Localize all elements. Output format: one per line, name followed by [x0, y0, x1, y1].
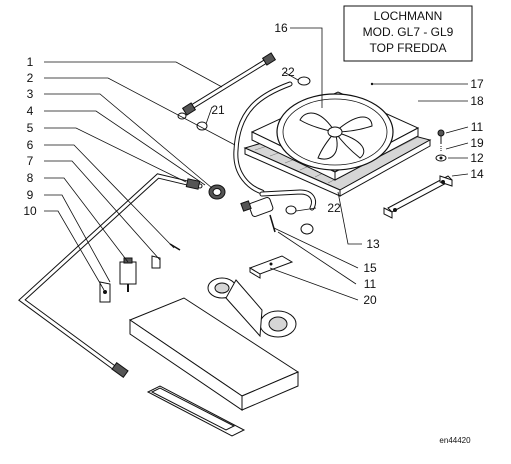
callout-9: 9	[27, 188, 34, 202]
callout-19: 19	[470, 136, 484, 150]
o-ring	[285, 205, 297, 215]
callout-5: 5	[27, 121, 34, 135]
evaporator-unit	[128, 277, 300, 437]
title-line-3: TOP FREDDA	[370, 41, 447, 55]
callout-numbers: 1 2 3 4 5 6 7 8 9 10 11 11 12 13 14 15 1…	[23, 21, 484, 307]
hose-upper	[177, 52, 277, 120]
pressure-switch	[119, 257, 137, 292]
callout-18: 18	[470, 94, 484, 108]
leader-lines	[44, 27, 469, 301]
callout-8: 8	[27, 171, 34, 185]
small-screw	[370, 82, 374, 86]
pipe-clips	[99, 243, 181, 303]
callout-10: 10	[23, 204, 37, 218]
callout-4: 4	[27, 104, 34, 118]
callout-22b: 22	[327, 201, 341, 215]
callout-20: 20	[363, 293, 377, 307]
pipe-to-condenser	[259, 189, 316, 211]
callout-22a: 22	[281, 65, 295, 79]
fastener-hardware	[435, 129, 447, 162]
drain-tray	[248, 255, 294, 279]
o-ring	[196, 121, 208, 131]
mounting-bracket	[383, 175, 453, 219]
callout-6: 6	[27, 138, 34, 152]
callout-3: 3	[27, 87, 34, 101]
title-box: LOCHMANN MOD. GL7 - GL9 TOP FREDDA	[343, 5, 473, 62]
figure-code: en44420	[439, 436, 471, 445]
callout-2: 2	[27, 71, 34, 85]
callout-12: 12	[470, 151, 484, 165]
callout-14: 14	[470, 167, 484, 181]
callout-17: 17	[470, 77, 484, 91]
callout-1: 1	[27, 55, 34, 69]
o-ring	[297, 76, 311, 86]
callout-15: 15	[363, 261, 377, 275]
callout-21: 21	[211, 103, 225, 117]
callout-16: 16	[274, 21, 288, 35]
pipe-clamp-hole	[212, 188, 222, 196]
pipe-curved	[233, 81, 293, 195]
receiver-drier	[240, 197, 314, 235]
condenser-fan-assembly	[243, 91, 432, 197]
title-line-1: LOCHMANN	[374, 9, 443, 23]
callout-7: 7	[27, 154, 34, 168]
callout-11a: 11	[471, 120, 484, 134]
callout-13: 13	[366, 237, 380, 251]
pipe-long-lower	[18, 173, 203, 379]
title-line-2: MOD. GL7 - GL9	[363, 25, 454, 39]
callout-11b: 11	[364, 277, 377, 291]
